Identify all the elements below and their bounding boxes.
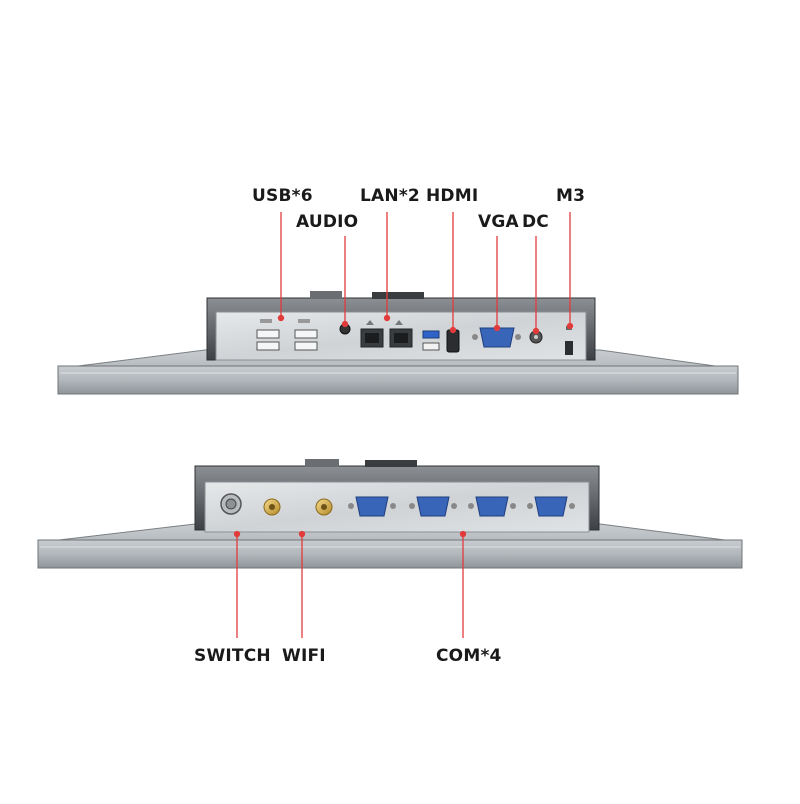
label-hdmi: HDMI (426, 186, 479, 206)
bottom-bezel (37, 539, 743, 569)
label-dc: DC (522, 212, 549, 232)
com-port-group (348, 496, 575, 517)
vga-port (472, 327, 521, 348)
label-usb: USB*6 (252, 186, 313, 206)
label-vga: VGA (478, 212, 519, 232)
label-wifi: WIFI (282, 646, 326, 666)
usb-port-group (256, 319, 318, 351)
bottom-device (37, 459, 743, 569)
lan-port-group (360, 320, 413, 348)
bottom-leader-lines (233, 530, 467, 638)
label-com: COM*4 (436, 646, 502, 666)
label-lan: LAN*2 (360, 186, 420, 206)
usb3-port-1 (422, 330, 440, 339)
usb-port-2 (422, 342, 440, 351)
label-audio: AUDIO (296, 212, 359, 232)
top-leader-lines (277, 212, 574, 335)
top-device (57, 291, 739, 395)
wifi-antenna-connectors (263, 498, 333, 516)
label-m3: M3 (556, 186, 586, 206)
label-switch: SWITCH (194, 646, 271, 666)
hdmi-port (446, 329, 460, 353)
top-bezel (57, 365, 739, 395)
